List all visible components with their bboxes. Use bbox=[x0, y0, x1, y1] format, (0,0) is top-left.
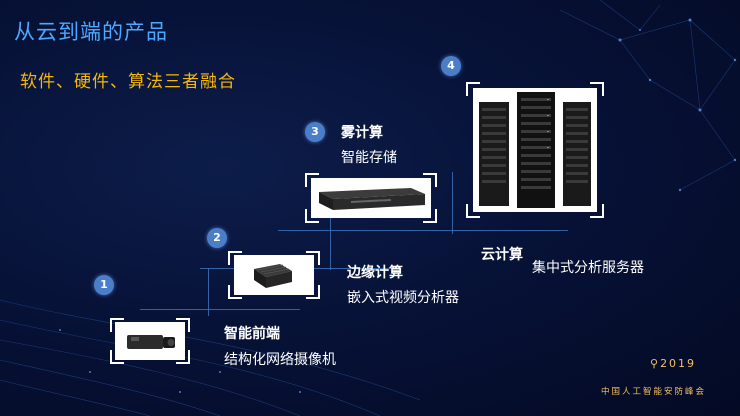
edge-device-image bbox=[234, 255, 314, 295]
step-riser-1 bbox=[208, 268, 209, 316]
tier-2-image-frame bbox=[228, 251, 320, 299]
step-riser-3 bbox=[452, 172, 453, 234]
tier-3-description: 智能存储 bbox=[341, 147, 397, 167]
edge-analyzer-icon bbox=[234, 255, 314, 295]
tier-3-image-frame bbox=[305, 173, 437, 223]
tier-1-description: 结构化网络摄像机 bbox=[224, 349, 336, 369]
tier-4-badge: 4 bbox=[441, 56, 461, 76]
network-camera-icon bbox=[115, 322, 185, 360]
footer-event-name: 中国人工智能安防峰会 bbox=[601, 385, 706, 397]
tier-3-name: 雾计算 bbox=[341, 122, 383, 142]
tier-3-badge: 3 bbox=[305, 122, 325, 142]
camera-image bbox=[115, 322, 185, 360]
server-image bbox=[473, 88, 597, 212]
tier-4-description: 集中式分析服务器 bbox=[532, 257, 644, 277]
tier-1-image-frame bbox=[110, 318, 190, 364]
tier-4-image-frame bbox=[466, 82, 604, 218]
tier-1-name: 智能前端 bbox=[224, 323, 280, 343]
footer-year: 2019 bbox=[660, 357, 696, 370]
tier-1-badge: 1 bbox=[94, 275, 114, 295]
storage-recorder-icon bbox=[311, 178, 431, 218]
lightbulb-icon: ⚲ bbox=[650, 357, 660, 370]
page-title: 从云到端的产品 bbox=[14, 16, 168, 46]
footer-logo: ⚲2019 bbox=[650, 357, 696, 370]
server-rack-icon bbox=[473, 88, 597, 212]
step-line-1 bbox=[140, 309, 300, 310]
tier-2-badge: 2 bbox=[207, 228, 227, 248]
tier-2-name: 边缘计算 bbox=[347, 262, 403, 282]
storage-device-image bbox=[311, 178, 431, 218]
step-line-3 bbox=[278, 230, 568, 231]
tier-4-name: 云计算 bbox=[481, 244, 523, 264]
tier-2-description: 嵌入式视频分析器 bbox=[347, 287, 459, 307]
page-subtitle: 软件、硬件、算法三者融合 bbox=[20, 67, 236, 92]
